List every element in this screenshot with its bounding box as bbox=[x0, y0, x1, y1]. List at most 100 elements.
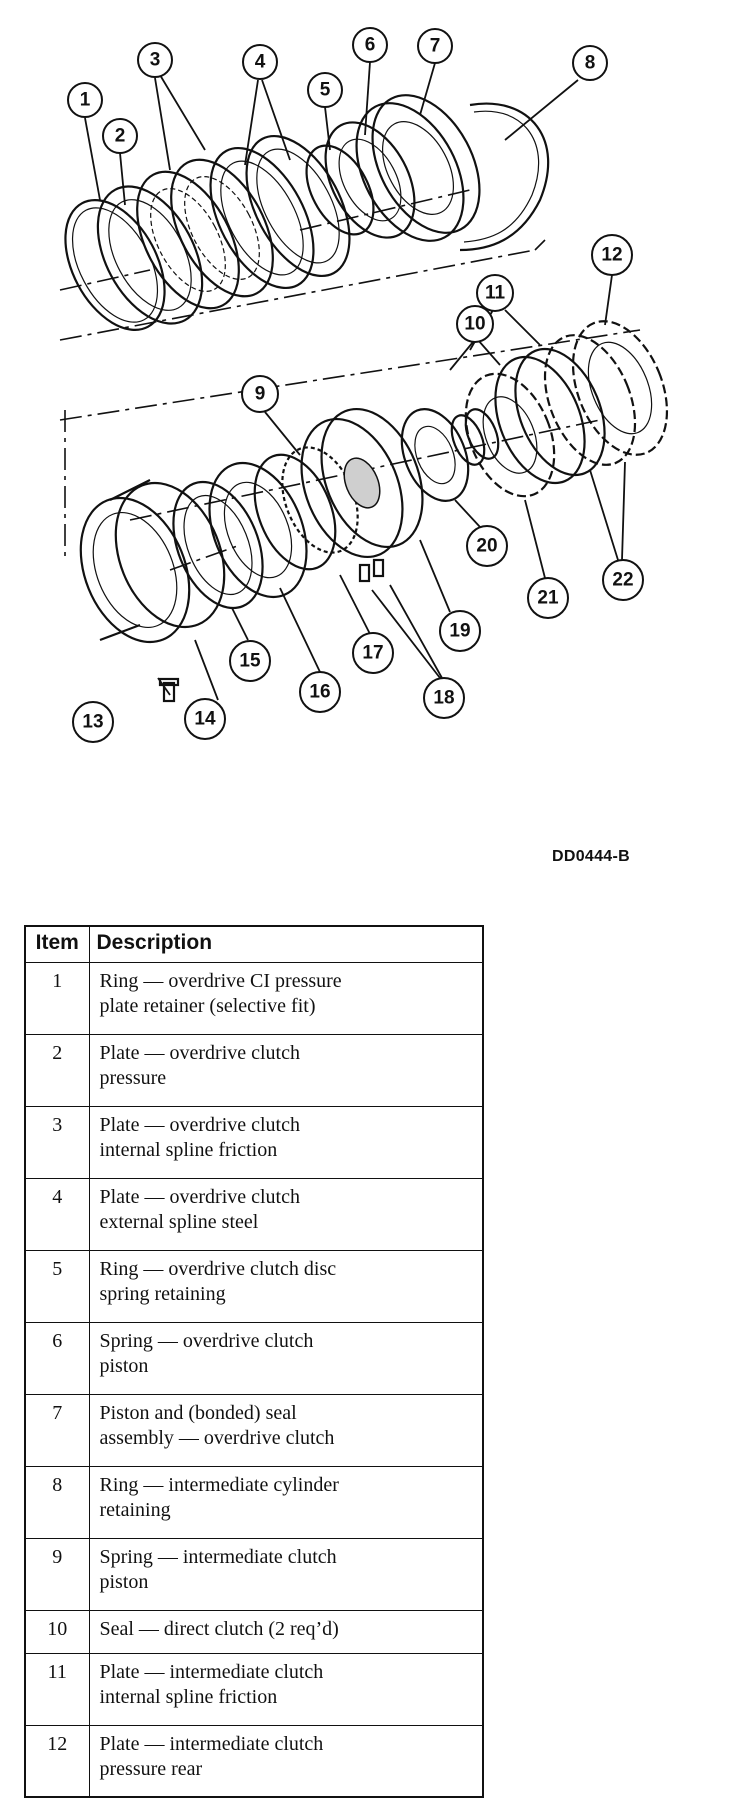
description-line: assembly — overdrive clutch bbox=[99, 1426, 335, 1449]
description-line: Piston and (bonded) seal bbox=[99, 1401, 297, 1424]
figure-code-label: DD0444-B bbox=[552, 848, 630, 865]
item-number-cell: 3 bbox=[24, 1105, 90, 1179]
description-line: Spring — intermediate clutch bbox=[99, 1545, 337, 1568]
description-line: Ring — overdrive clutch disc bbox=[99, 1257, 337, 1280]
svg-text:7: 7 bbox=[430, 36, 441, 57]
svg-text:15: 15 bbox=[239, 651, 261, 672]
table-header-row: Item Description bbox=[24, 925, 484, 963]
svg-text:14: 14 bbox=[194, 709, 216, 730]
description-cell: Seal — direct clutch (2 req’d) bbox=[88, 1609, 484, 1654]
svg-text:6: 6 bbox=[365, 35, 376, 56]
svg-text:10: 10 bbox=[464, 314, 485, 335]
svg-text:12: 12 bbox=[601, 245, 622, 266]
svg-text:16: 16 bbox=[309, 682, 330, 703]
description-line: internal spline friction bbox=[99, 1685, 278, 1708]
svg-text:1: 1 bbox=[80, 90, 91, 111]
item-number-cell: 10 bbox=[24, 1609, 90, 1654]
part-20-seal bbox=[400, 407, 470, 503]
part-19-piston bbox=[300, 407, 424, 559]
item-number-cell: 4 bbox=[24, 1177, 90, 1251]
part-13-bolt bbox=[158, 677, 180, 703]
part-8-cylinder-ring bbox=[459, 102, 550, 252]
part-18-bolts bbox=[358, 558, 385, 583]
leader-lines bbox=[84, 61, 626, 701]
svg-text:9: 9 bbox=[255, 384, 266, 405]
description-column-header: Description bbox=[88, 925, 484, 963]
description-line: Plate — intermediate clutch bbox=[99, 1732, 324, 1755]
callout-4: 4 bbox=[242, 44, 278, 80]
svg-text:5: 5 bbox=[320, 80, 331, 101]
item-number-cell: 12 bbox=[24, 1724, 90, 1798]
part-17-ring bbox=[253, 453, 337, 571]
description-line: spring retaining bbox=[99, 1282, 226, 1305]
callout-7: 7 bbox=[417, 28, 453, 64]
svg-text:17: 17 bbox=[362, 643, 383, 664]
item-number-cell: 2 bbox=[24, 1033, 90, 1107]
item-number-cell: 11 bbox=[24, 1652, 90, 1726]
part-14-cylinder bbox=[79, 479, 226, 644]
item-number-cell: 5 bbox=[24, 1249, 90, 1323]
svg-text:2: 2 bbox=[115, 126, 126, 147]
callout-15: 15 bbox=[229, 640, 271, 682]
part-22-plates bbox=[543, 320, 669, 466]
callout-9: 9 bbox=[241, 375, 279, 413]
item-number-cell: 6 bbox=[24, 1321, 90, 1395]
svg-text:21: 21 bbox=[537, 588, 559, 609]
part-15-ring bbox=[172, 480, 264, 610]
svg-text:4: 4 bbox=[255, 52, 266, 73]
callout-21: 21 bbox=[527, 577, 569, 619]
callout-6: 6 bbox=[352, 27, 388, 63]
callout-1: 1 bbox=[67, 82, 103, 118]
item-column-header: Item bbox=[24, 925, 90, 963]
svg-text:19: 19 bbox=[449, 621, 470, 642]
description-line: pressure rear bbox=[99, 1757, 203, 1780]
callout-12: 12 bbox=[591, 234, 633, 276]
description-line: retaining bbox=[99, 1498, 171, 1521]
svg-text:22: 22 bbox=[612, 570, 633, 591]
svg-text:13: 13 bbox=[82, 712, 103, 733]
description-line: Spring — overdrive clutch bbox=[99, 1329, 314, 1352]
svg-text:18: 18 bbox=[433, 688, 454, 709]
part-6-piston-spring bbox=[324, 121, 416, 239]
callouts: 1 2 3 4 5 6 7 8 9 10 11 12 13 14 15 16 1… bbox=[67, 27, 644, 743]
description-line: piston bbox=[99, 1354, 149, 1377]
description-line: external spline steel bbox=[99, 1210, 259, 1233]
svg-text:3: 3 bbox=[150, 50, 161, 71]
description-line: Ring — overdrive CI pressure bbox=[99, 969, 342, 992]
callout-10: 10 bbox=[456, 305, 494, 343]
description-line: Plate — overdrive clutch bbox=[99, 1113, 301, 1136]
description-line: plate retainer (selective fit) bbox=[99, 994, 316, 1017]
callout-16: 16 bbox=[299, 671, 341, 713]
callout-22: 22 bbox=[602, 559, 644, 601]
callout-11: 11 bbox=[476, 274, 514, 312]
svg-text:20: 20 bbox=[476, 536, 497, 557]
svg-text:11: 11 bbox=[485, 283, 506, 304]
description-line: internal spline friction bbox=[99, 1138, 278, 1161]
item-number-cell: 9 bbox=[24, 1537, 90, 1611]
description-line: Ring — intermediate cylinder bbox=[99, 1473, 339, 1496]
description-line: Plate — overdrive clutch bbox=[99, 1041, 301, 1064]
part-11-friction-plates bbox=[494, 347, 606, 485]
item-number-cell: 1 bbox=[24, 961, 90, 1035]
